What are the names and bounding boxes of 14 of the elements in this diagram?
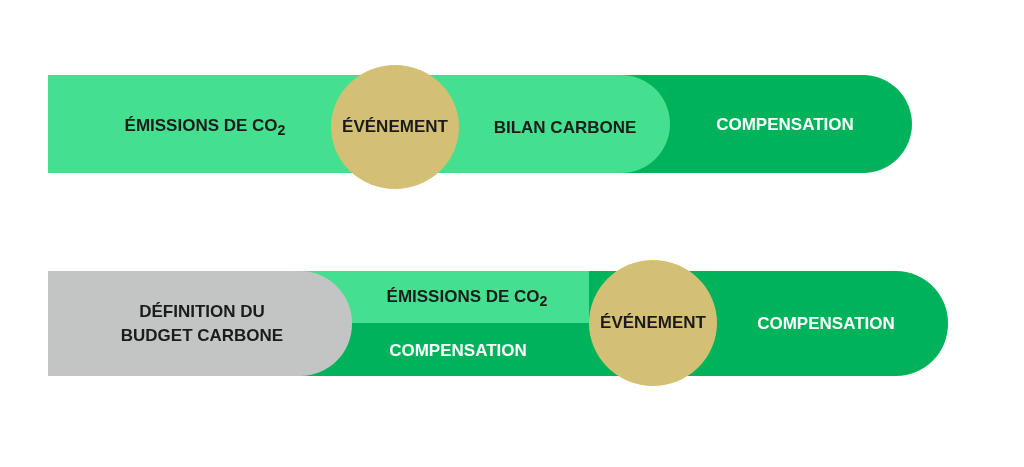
band-label: ÉMISSIONS DE CO$_{2}$ xyxy=(124,114,286,141)
event-circle xyxy=(589,260,717,386)
band-label: ÉVÉNEMENT xyxy=(342,116,448,138)
band-label: ÉVÉNEMENT xyxy=(600,312,706,334)
band xyxy=(352,271,589,323)
band-label: BILAN CARBONE xyxy=(493,117,637,139)
band-label: ÉMISSIONS DE CO$_{2}$ xyxy=(386,285,548,312)
band-label: DÉFINITION DU BUDGET CARBONE xyxy=(119,301,285,347)
band-label: COMPENSATION xyxy=(757,313,895,335)
band-label: COMPENSATION xyxy=(389,340,527,362)
band xyxy=(48,271,352,376)
band xyxy=(48,75,331,173)
band-label: COMPENSATION xyxy=(716,114,854,136)
event-circle xyxy=(331,65,459,189)
